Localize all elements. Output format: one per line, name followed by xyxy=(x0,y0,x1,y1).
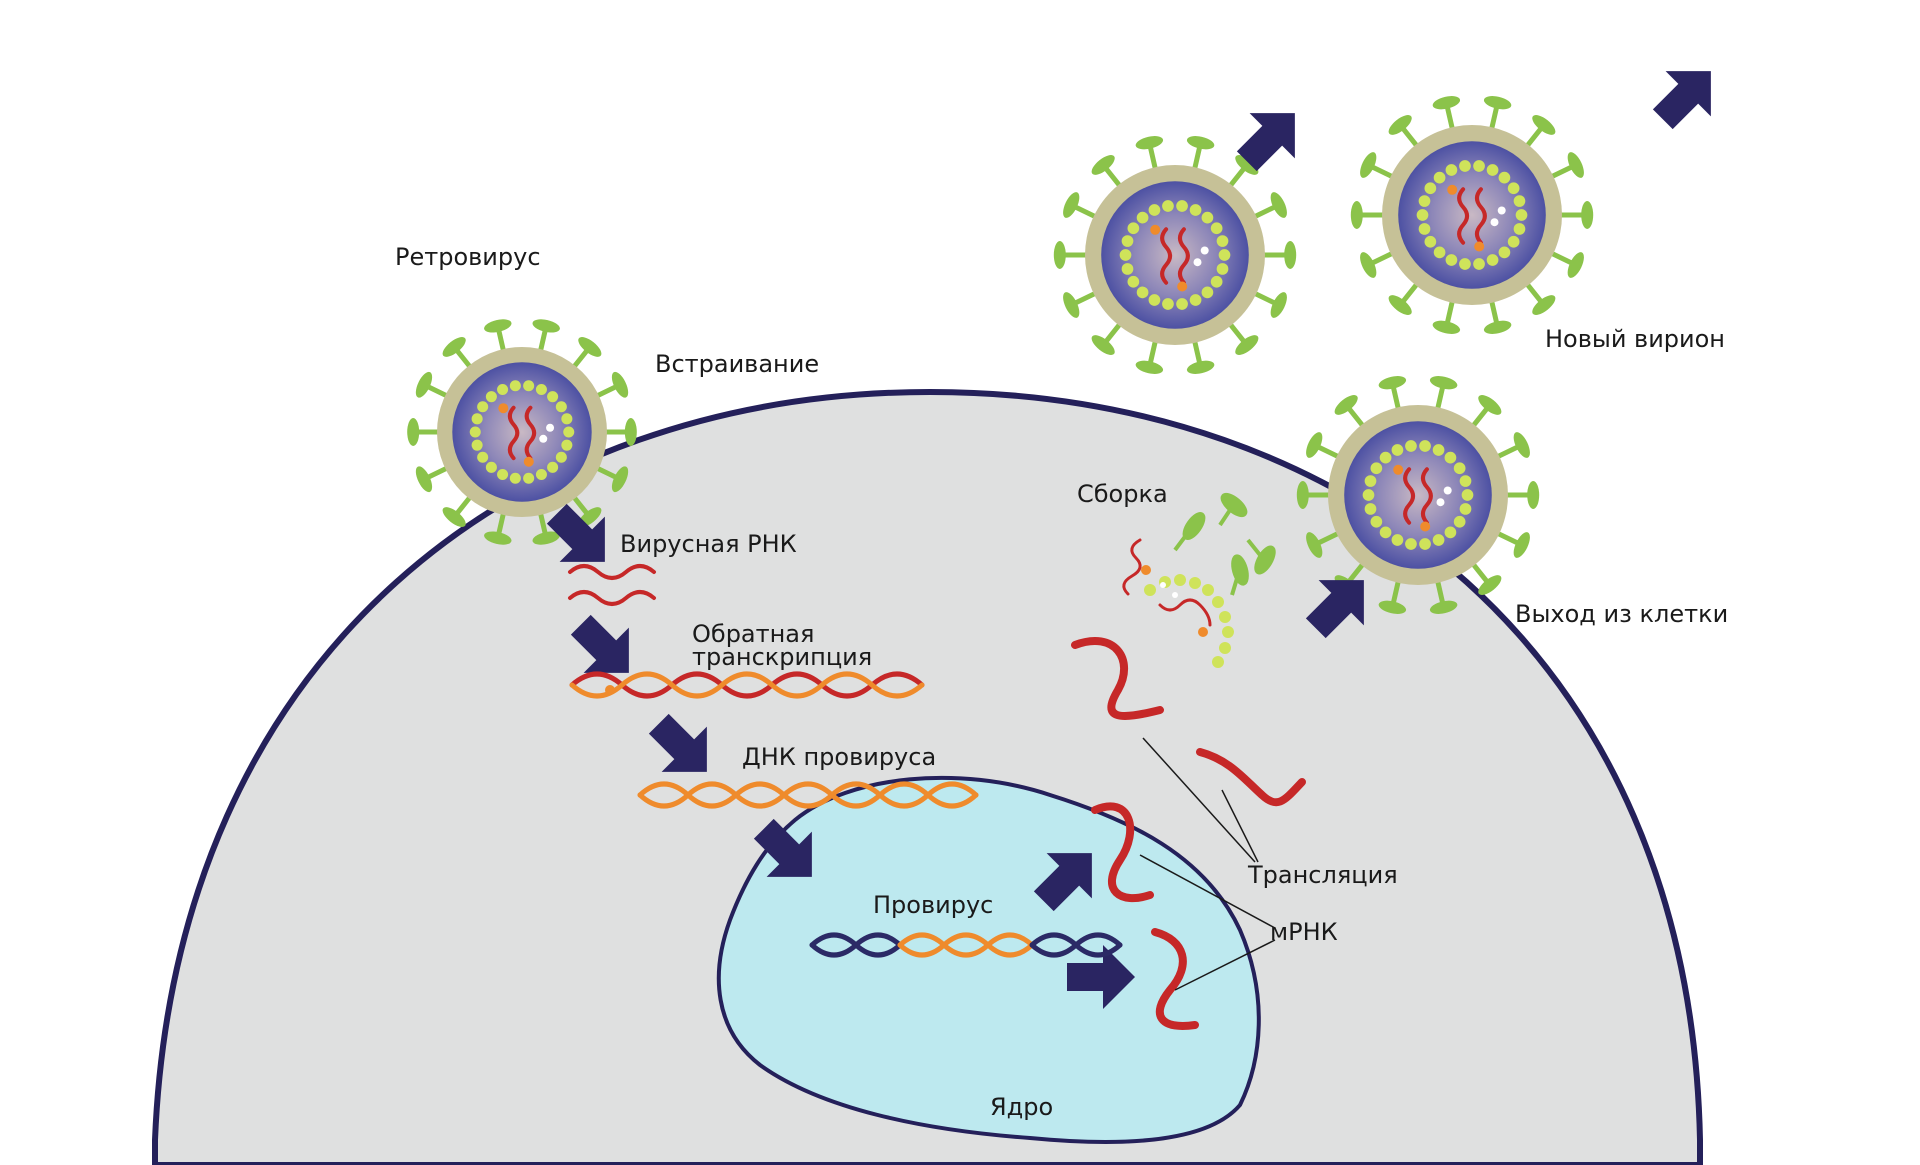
reverse-transcription-helix xyxy=(569,671,925,699)
arrow-icon xyxy=(1224,90,1318,184)
retrovirus-particle xyxy=(407,319,637,545)
new-virion-label: Новый вирион xyxy=(1545,325,1725,353)
reverse-transcription-label-1: Обратная xyxy=(692,620,814,648)
viral-rna-icon xyxy=(568,564,656,606)
provirus-integrated-dna xyxy=(809,932,1123,958)
nucleus-label: Ядро xyxy=(990,1093,1053,1121)
virus-layer xyxy=(407,96,1594,614)
nucleus xyxy=(716,775,1261,1144)
provirus-dna-icon xyxy=(637,781,979,809)
new-virion xyxy=(1350,96,1594,334)
arrow-icon xyxy=(1640,48,1734,142)
budding-virion xyxy=(1053,136,1297,374)
retrovirus-label: Ретровирус xyxy=(395,243,541,271)
provirus-dna-label: ДНК провируса xyxy=(742,743,936,771)
integration-label: Встраивание xyxy=(655,350,819,378)
mrna-label: мРНК xyxy=(1270,918,1338,946)
provirus-label: Провирус xyxy=(873,891,993,919)
reverse-transcription-label-2: транскрипция xyxy=(692,643,872,671)
viral-rna-label: Вирусная РНК xyxy=(620,530,797,558)
exiting-virion xyxy=(1296,376,1540,614)
pointer-lines xyxy=(1139,737,1276,991)
capsid-subunits xyxy=(1144,574,1234,668)
labels: Ретровирус Встраивание Вирусная РНК Обра… xyxy=(395,243,1728,1121)
cell-exit-label: Выход из клетки xyxy=(1515,600,1728,628)
free-spikes xyxy=(1173,492,1276,596)
assembly-area xyxy=(1122,492,1276,668)
mrna-icon xyxy=(1071,637,1306,1030)
assembly-label: Сборка xyxy=(1077,480,1168,508)
translation-label: Трансляция xyxy=(1247,861,1398,889)
